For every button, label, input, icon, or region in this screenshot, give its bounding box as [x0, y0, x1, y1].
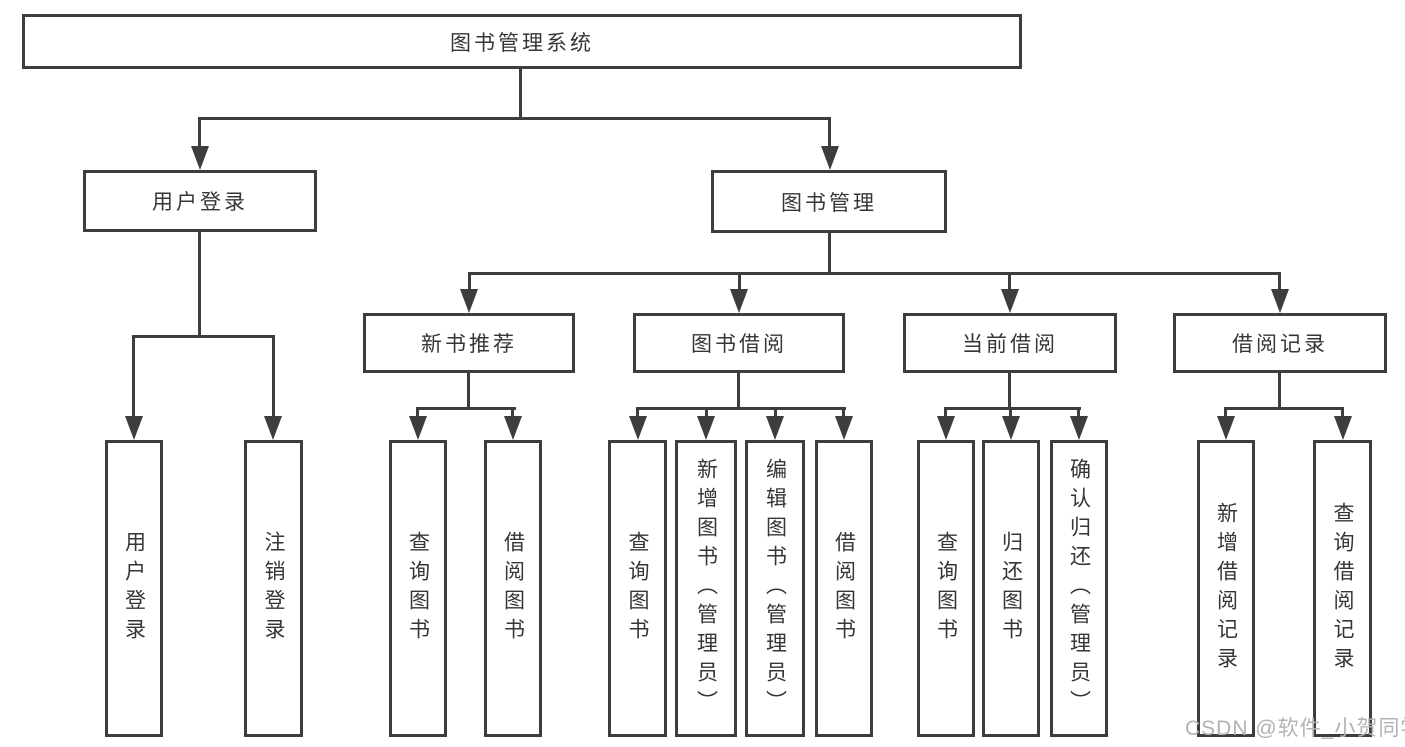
node-book-borrow: 图书借阅	[633, 313, 845, 373]
leaf-borrow-query-book: 查询图书	[608, 440, 667, 737]
node-root: 图书管理系统	[22, 14, 1022, 69]
leaf-current-query-book-label: 查询图书	[934, 530, 958, 647]
connector-current-leaf1-drop	[944, 407, 947, 419]
arrowhead-borrow-leaf2	[697, 416, 715, 440]
node-current-borrow-label: 当前借阅	[962, 333, 1058, 356]
connector-current-rail	[944, 407, 1081, 410]
node-book-borrow-label: 图书借阅	[691, 333, 787, 356]
connector-root-rail	[198, 117, 831, 120]
connector-borrow-drop	[738, 272, 741, 291]
leaf-borrow-add-book-admin-label: 新增图书（管理员）	[694, 458, 718, 719]
arrowhead-current	[1001, 289, 1019, 313]
connector-borrow-rail	[636, 407, 846, 410]
arrowhead-login	[191, 146, 209, 170]
arrowhead-login-leaf2	[264, 416, 282, 440]
connector-login-leaf2-drop	[272, 335, 275, 419]
leaf-recommend-query-book: 查询图书	[389, 440, 447, 737]
arrowhead-login-leaf1	[125, 416, 143, 440]
leaf-current-confirm-return-admin: 确认归还（管理员）	[1050, 440, 1108, 737]
connector-records-leaf2-drop	[1341, 407, 1344, 419]
csdn-watermark: CSDN @软件_小贺同学	[1185, 717, 1405, 740]
connector-login-drop	[198, 117, 201, 148]
leaf-user-login: 用户登录	[105, 440, 163, 737]
arrowhead-borrow	[730, 289, 748, 313]
leaf-logout-label: 注销登录	[262, 530, 285, 647]
connector-login-leaf1-drop	[132, 335, 135, 419]
arrowhead-recommend-leaf1	[409, 416, 427, 440]
node-book-manage-label: 图书管理	[781, 191, 877, 215]
leaf-borrow-borrow-book: 借阅图书	[815, 440, 873, 737]
connector-manage-rail	[468, 272, 1281, 275]
leaf-borrow-add-book-admin: 新增图书（管理员）	[675, 440, 737, 737]
node-user-login-label: 用户登录	[152, 191, 248, 214]
leaf-borrow-borrow-book-label: 借阅图书	[832, 530, 856, 647]
connector-current-drop	[1008, 272, 1011, 291]
connector-recommend-rail	[416, 407, 516, 410]
arrowhead-recommend-leaf2	[504, 416, 522, 440]
arrowhead-records-leaf1	[1217, 416, 1235, 440]
connector-borrow-leaf4-drop	[842, 407, 845, 419]
connector-login-stem	[198, 232, 201, 338]
leaf-recommend-borrow-book-label: 借阅图书	[501, 530, 525, 647]
connector-manage-stem	[828, 233, 831, 274]
arrowhead-current-leaf2	[1002, 416, 1020, 440]
connector-records-drop	[1278, 272, 1281, 291]
connector-records-stem	[1278, 373, 1281, 410]
node-root-label: 图书管理系统	[450, 31, 594, 55]
connector-records-rail	[1224, 407, 1344, 410]
arrowhead-borrow-leaf3	[766, 416, 784, 440]
node-borrow-records: 借阅记录	[1173, 313, 1387, 373]
connector-borrow-leaf3-drop	[774, 407, 777, 419]
connector-current-stem	[1008, 373, 1011, 410]
leaf-current-return-book-label: 归还图书	[999, 530, 1023, 647]
leaf-borrow-edit-book-admin-label: 编辑图书（管理员）	[763, 458, 787, 719]
node-user-login: 用户登录	[83, 170, 317, 232]
connector-manage-drop	[828, 117, 831, 148]
arrowhead-recommend	[460, 289, 478, 313]
leaf-current-return-book: 归还图书	[982, 440, 1040, 737]
connector-recommend-drop	[468, 272, 471, 291]
connector-recommend-leaf1-drop	[416, 407, 419, 419]
connector-root-stem	[519, 69, 522, 118]
node-new-book-recommend-label: 新书推荐	[421, 333, 517, 356]
connector-borrow-stem	[737, 373, 740, 410]
leaf-recommend-query-book-label: 查询图书	[406, 530, 430, 647]
arrowhead-current-leaf1	[937, 416, 955, 440]
arrowhead-borrow-leaf1	[629, 416, 647, 440]
leaf-current-query-book: 查询图书	[917, 440, 975, 737]
connector-current-leaf3-drop	[1077, 407, 1080, 419]
leaf-user-login-label: 用户登录	[122, 530, 146, 647]
leaf-recommend-borrow-book: 借阅图书	[484, 440, 542, 737]
arrowhead-manage	[821, 146, 839, 170]
connector-borrow-leaf2-drop	[705, 407, 708, 419]
node-current-borrow: 当前借阅	[903, 313, 1117, 373]
leaf-records-query-record: 查询借阅记录	[1313, 440, 1372, 737]
connector-recommend-leaf2-drop	[511, 407, 514, 419]
leaf-records-add-record: 新增借阅记录	[1197, 440, 1255, 737]
node-borrow-records-label: 借阅记录	[1232, 333, 1328, 356]
arrowhead-records	[1271, 289, 1289, 313]
connector-current-leaf2-drop	[1009, 407, 1012, 419]
leaf-records-query-record-label: 查询借阅记录	[1331, 501, 1354, 676]
leaf-records-add-record-label: 新增借阅记录	[1214, 501, 1238, 676]
leaf-borrow-edit-book-admin: 编辑图书（管理员）	[745, 440, 805, 737]
connector-records-leaf1-drop	[1224, 407, 1227, 419]
node-new-book-recommend: 新书推荐	[363, 313, 575, 373]
leaf-borrow-query-book-label: 查询图书	[626, 530, 649, 647]
connector-login-rail	[132, 335, 275, 338]
leaf-current-confirm-return-admin-label: 确认归还（管理员）	[1067, 458, 1091, 719]
connector-recommend-stem	[467, 373, 470, 410]
arrowhead-borrow-leaf4	[835, 416, 853, 440]
node-book-manage: 图书管理	[711, 170, 947, 233]
connector-borrow-leaf1-drop	[636, 407, 639, 419]
arrowhead-records-leaf2	[1334, 416, 1352, 440]
arrowhead-current-leaf3	[1070, 416, 1088, 440]
leaf-logout: 注销登录	[244, 440, 303, 737]
